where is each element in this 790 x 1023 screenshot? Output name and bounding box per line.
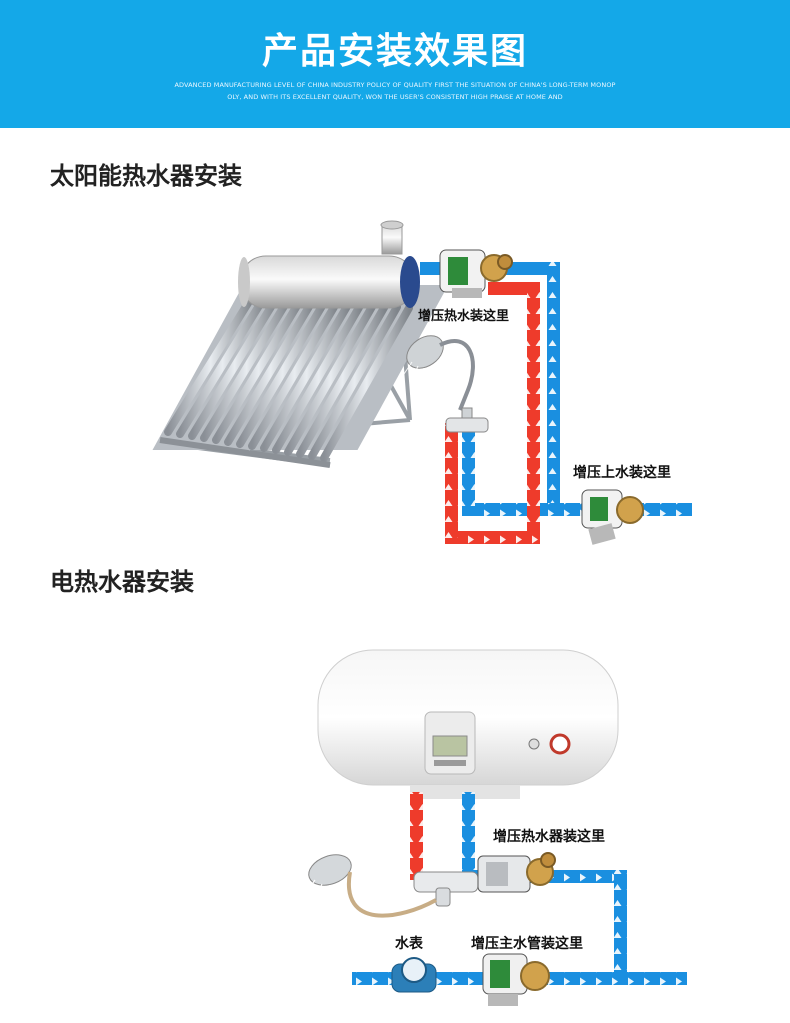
banner-subtitle-line1: ADVANCED MANUFACTURING LEVEL OF CHINA IN… <box>174 81 616 89</box>
solar-hot-pump <box>439 249 513 298</box>
solar-section-title: 太阳能热水器安装 <box>50 162 242 190</box>
label-solar-hot-pump: 增压热水装这里 <box>418 309 510 324</box>
label-solar-inlet-pump: 增压上水装这里 <box>573 465 671 481</box>
solar-hot-pipe <box>445 282 540 544</box>
solar-inlet-pump <box>581 489 644 545</box>
label-main-pipe-pump: 增压主水管装这里 <box>471 936 583 952</box>
page-title: 产品安装效果图 <box>261 31 528 72</box>
electric-hot-pipe <box>410 792 423 880</box>
header-banner: 产品安装效果图 ADVANCED MANUFACTURING LEVEL OF … <box>0 0 790 128</box>
banner-subtitle-line2: OLY, AND WITH ITS EXCELLENT QUALITY, WON… <box>227 93 563 101</box>
electric-water-heater <box>317 649 619 799</box>
label-water-meter: 水表 <box>395 936 423 952</box>
banner-subtitle: ADVANCED MANUFACTURING LEVEL OF CHINA IN… <box>165 79 625 103</box>
electric-mixing-valve <box>413 871 479 907</box>
solar-shower <box>399 335 489 433</box>
electric-section-title: 电热水器安装 <box>50 568 194 596</box>
label-electric-heater-pump: 增压热水器装这里 <box>493 829 605 845</box>
electric-shower <box>297 854 437 918</box>
water-meter <box>391 957 437 993</box>
solar-water-heater <box>152 220 449 468</box>
electric-heater-pump <box>477 852 556 893</box>
main-pipe-pump <box>482 953 550 1006</box>
